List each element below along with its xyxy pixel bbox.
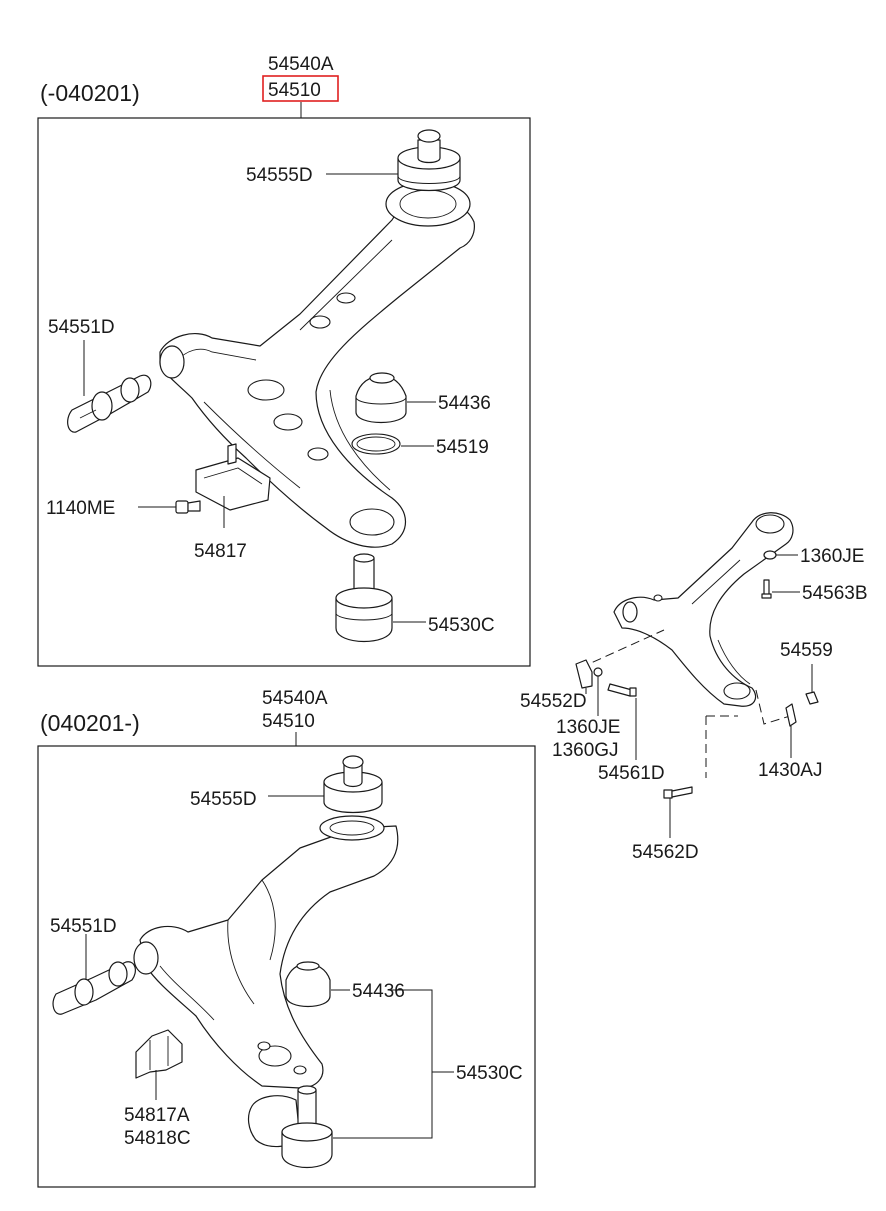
bottom-assembly-number-1[interactable]: 54540A [262,688,328,709]
top-bracket-label[interactable]: 54817 [194,541,247,562]
top-snap-ring-label[interactable]: 54519 [436,437,489,458]
bottom-bushing-upper-label[interactable]: 54555D [190,789,257,810]
side-clip-label[interactable]: 54559 [780,640,833,661]
top-snap-ring[interactable] [351,433,401,455]
bottom-assembly-number-2[interactable]: 54510 [262,711,315,732]
side-clip[interactable] [805,691,819,705]
side-bolt-top[interactable] [761,579,772,599]
bottom-bushing-upper[interactable] [319,755,385,841]
side-bolt-a-label[interactable]: 54561D [598,763,665,784]
top-control-arm[interactable] [159,181,475,548]
side-pin-label[interactable]: 1430AJ [758,760,822,781]
bottom-bracket[interactable] [135,1029,183,1079]
top-assembly-number-1[interactable]: 54540A [268,54,334,75]
bottom-bushing-front[interactable] [52,961,136,1015]
top-ball-joint[interactable] [335,553,393,643]
side-detail: 1360JE 54563B 54552D 1360JE 1360GJ [520,512,868,863]
top-bushing-front[interactable] [67,374,152,433]
top-bushing-front-label[interactable]: 54551D [48,317,115,338]
side-bolt-b[interactable] [663,786,693,799]
bottom-control-arm[interactable] [133,825,399,1089]
bottom-bracket-a-label[interactable]: 54817A [124,1105,190,1126]
top-bolt-label[interactable]: 1140ME [46,498,115,519]
side-dash-right [755,689,791,725]
top-assembly-number-2[interactable]: 54510 [268,80,321,101]
bottom-ball-joint-bracket-line [333,989,433,1139]
bottom-dust-cover[interactable] [285,961,331,1007]
bottom-bracket-c-label[interactable]: 54818C [124,1128,191,1149]
bottom-ball-joint-label[interactable]: 54530C [456,1063,523,1084]
side-dash-left [579,629,665,669]
bottom-bushing-front-label[interactable]: 54551D [50,916,117,937]
side-bracket[interactable] [575,659,593,689]
side-pin[interactable] [785,703,797,727]
side-nut-top-label[interactable]: 1360JE [800,546,864,567]
side-control-arm[interactable] [613,512,794,707]
bottom-range-label: (040201-) [40,710,140,736]
top-bushing-upper[interactable] [397,129,461,192]
side-nut-b-label[interactable]: 1360GJ [552,740,619,761]
top-bushing-upper-label[interactable]: 54555D [246,165,313,186]
top-panel: (-040201) 54540A 54510 [37,54,531,667]
bottom-frame [37,745,536,1188]
side-bracket-label[interactable]: 54552D [520,691,587,712]
top-dust-cover-label[interactable]: 54436 [438,393,491,414]
bottom-dust-cover-label[interactable]: 54436 [352,981,405,1002]
top-ball-joint-label[interactable]: 54530C [428,615,495,636]
side-nut-a-label[interactable]: 1360JE [556,717,620,738]
top-bracket[interactable] [195,443,271,511]
bottom-panel: (040201-) 54540A 54510 54555D [37,688,536,1188]
top-bolt[interactable] [175,500,201,514]
top-frame [37,117,531,667]
bottom-ball-joint[interactable] [247,1085,333,1169]
top-highlight-box [262,75,339,102]
side-bolt-a[interactable] [607,683,637,697]
top-range-label: (-040201) [40,80,140,106]
side-bolt-b-label[interactable]: 54562D [632,842,699,863]
side-nut-mid[interactable] [593,667,603,677]
side-bolt-top-label[interactable]: 54563B [802,583,868,604]
top-dust-cover[interactable] [355,372,407,423]
side-nut-top[interactable] [763,550,777,560]
